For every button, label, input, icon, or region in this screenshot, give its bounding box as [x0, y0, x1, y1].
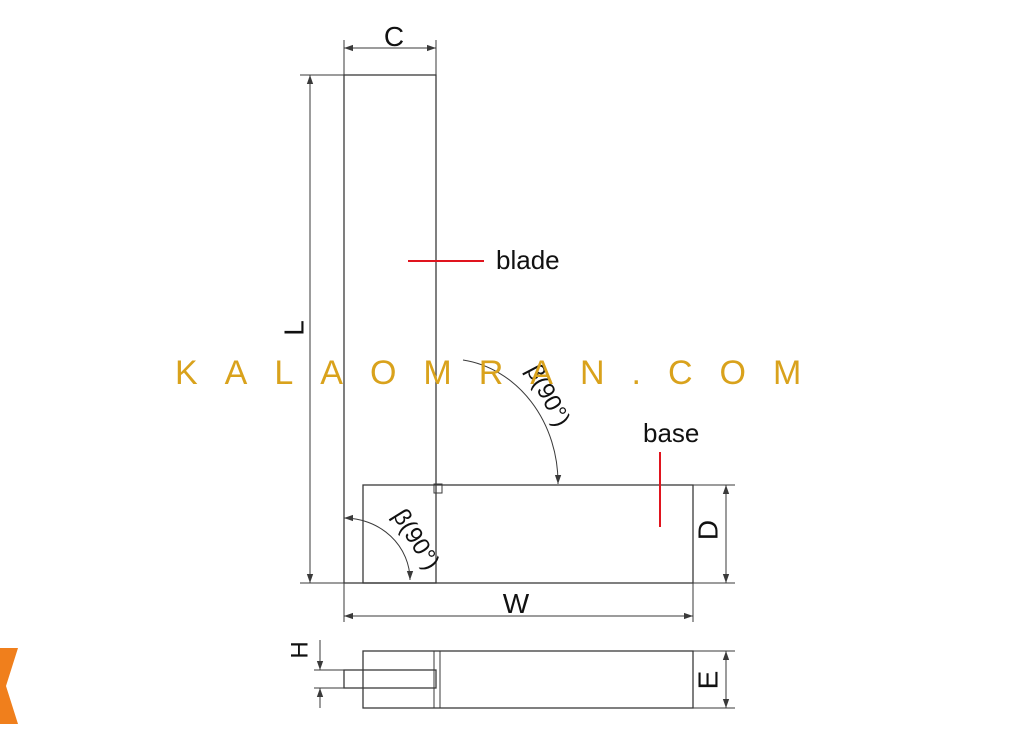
dimension-c — [343, 40, 437, 75]
label-base: base — [643, 418, 699, 448]
blade-joint — [433, 483, 443, 494]
label-w: W — [503, 588, 530, 619]
dimension-w — [343, 583, 694, 622]
label-h: H — [286, 641, 313, 658]
angle-arc-inner — [343, 514, 414, 581]
label-c: C — [384, 21, 404, 52]
dimension-d — [693, 484, 735, 583]
angle-arc-outer — [462, 359, 562, 485]
label-e: E — [692, 671, 723, 690]
label-blade: blade — [496, 245, 560, 275]
k-logo-icon — [0, 648, 18, 724]
watermark-text: KALAOMRAN.COM — [175, 354, 829, 392]
dimension-l — [300, 74, 344, 583]
label-l: L — [278, 320, 309, 336]
bottom-view — [314, 640, 735, 709]
label-d: D — [692, 520, 723, 540]
blade-outline — [343, 74, 437, 584]
